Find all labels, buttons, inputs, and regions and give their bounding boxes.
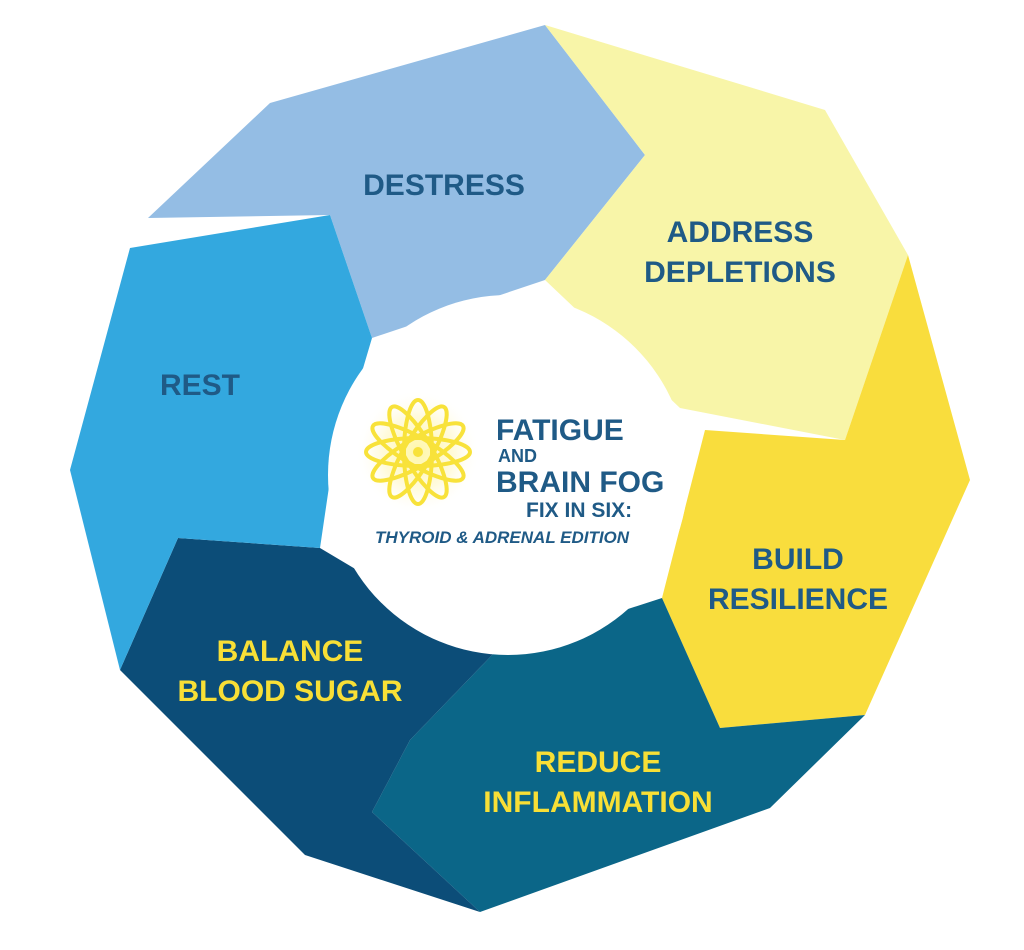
- label-address-depletions: ADDRESS DEPLETIONS: [644, 216, 836, 289]
- atom-orbit: [370, 421, 466, 483]
- segment-destress: [148, 25, 645, 338]
- center-subtitle: THYROID & ADRENAL EDITION: [375, 528, 630, 547]
- label-line: DESTRESS: [363, 169, 525, 202]
- center-circle: [328, 295, 688, 655]
- segment-address-depletions: [545, 25, 908, 440]
- label-rest: REST: [160, 369, 240, 402]
- center-title-fix-in-six: FIX IN SIX:: [526, 499, 632, 522]
- label-line: RESILIENCE: [708, 583, 888, 616]
- label-line: BALANCE: [217, 635, 364, 668]
- label-build-resilience: BUILD RESILIENCE: [708, 543, 888, 616]
- label-destress: DESTRESS: [363, 169, 525, 202]
- label-line: REST: [160, 369, 240, 402]
- segment-build-resilience: [662, 255, 970, 728]
- segment-reduce-inflammation: [372, 598, 865, 912]
- cycle-segments: [70, 25, 970, 912]
- label-reduce-inflammation: REDUCE INFLAMMATION: [483, 746, 712, 819]
- label-line: ADDRESS: [667, 216, 814, 249]
- segment-rest: [70, 215, 372, 670]
- center-title-fatigue: FATIGUE: [496, 414, 624, 447]
- label-line: BLOOD SUGAR: [178, 675, 403, 708]
- cycle-labels: DESTRESS ADDRESS DEPLETIONS BUILD RESILIENCE…: [160, 169, 888, 819]
- label-line: INFLAMMATION: [483, 786, 712, 819]
- label-line: BUILD: [752, 543, 844, 576]
- label-balance-blood-sugar: BALANCE BLOOD SUGAR: [178, 635, 403, 708]
- label-line: REDUCE: [535, 746, 662, 779]
- segment-balance-blood-sugar: [120, 538, 495, 912]
- center-title-brain-fog: BRAIN FOG: [496, 466, 664, 499]
- label-line: DEPLETIONS: [644, 256, 836, 289]
- atom-star-icon: [356, 390, 480, 514]
- center-title-and: AND: [498, 446, 537, 466]
